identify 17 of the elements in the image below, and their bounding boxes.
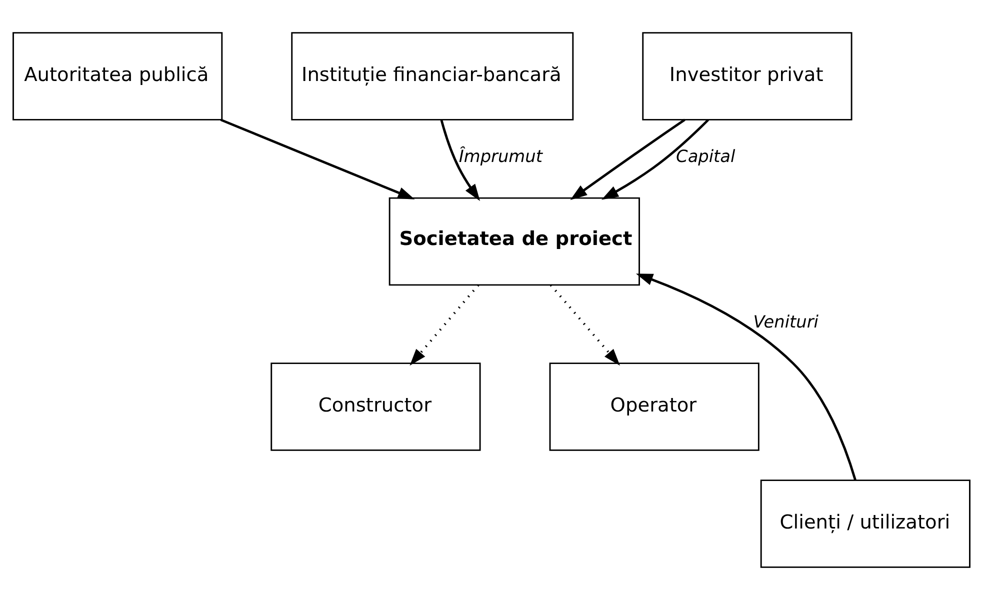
arrow xyxy=(602,118,710,200)
node-box: Operator xyxy=(549,362,760,450)
node-box: Investitor privat xyxy=(642,32,852,120)
node-box: Societatea de proiect xyxy=(388,196,640,286)
arrow xyxy=(410,284,480,366)
arrow xyxy=(550,284,620,366)
node-box: Clienți / utilizatori xyxy=(760,479,970,568)
arrow xyxy=(570,118,686,200)
edge-label: Împrumut xyxy=(458,146,542,166)
arrow xyxy=(440,119,480,200)
node-box: Autoritatea publică xyxy=(12,32,223,120)
edge-label: Capital xyxy=(676,146,736,166)
edge-label: Venituri xyxy=(753,310,819,331)
arrow xyxy=(636,273,856,480)
node-box: Instituție financiar-bancară xyxy=(291,32,574,120)
arrow xyxy=(220,118,415,199)
node-box: Constructor xyxy=(270,362,481,450)
